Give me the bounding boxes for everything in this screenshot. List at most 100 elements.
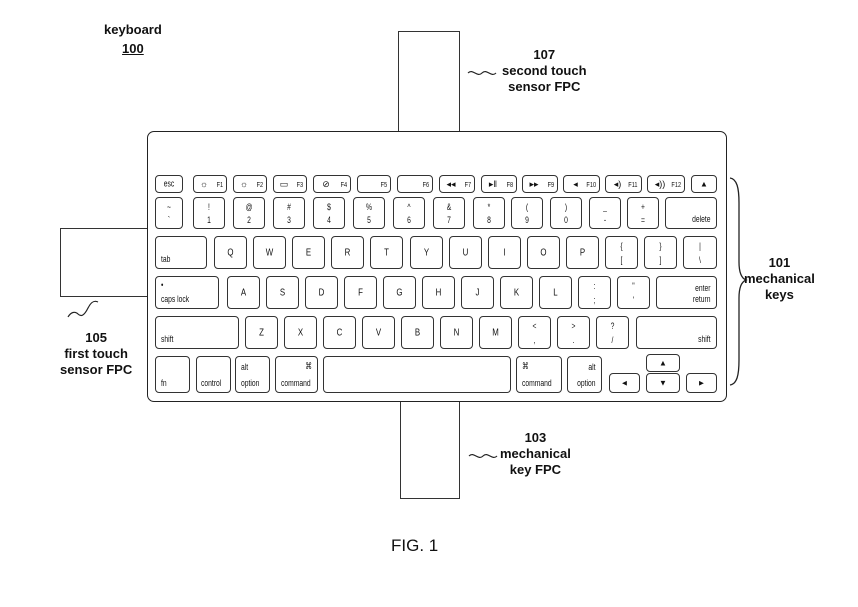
key-5: %5: [353, 197, 385, 229]
key-p: P: [566, 236, 599, 269]
key-m: M: [479, 316, 512, 349]
key-right-bracket: }]: [644, 236, 677, 269]
key-t: T: [370, 236, 403, 269]
key-f3: ▭F3: [273, 175, 307, 193]
leader-107: [467, 70, 497, 76]
volume-up-icon: ◂)): [654, 179, 666, 189]
second-touch-sensor-fpc: [398, 31, 460, 133]
figure-caption: FIG. 1: [391, 536, 439, 555]
key-f: F: [344, 276, 377, 309]
key-f1: ☼F1: [193, 175, 227, 193]
key-8: *8: [473, 197, 505, 229]
key-z: Z: [245, 316, 278, 349]
arrow-right-icon: ►: [697, 378, 706, 388]
keyboard-label: keyboard 100: [104, 22, 162, 56]
key-f8: ▸‖F8: [481, 175, 517, 193]
bracket-101: [729, 177, 748, 386]
key-g: G: [383, 276, 416, 309]
first-touch-sensor-fpc-label: 105 first touch sensor FPC: [60, 330, 133, 377]
key-0: )0: [550, 197, 582, 229]
key-quote: "': [617, 276, 650, 309]
key-c: C: [323, 316, 356, 349]
second-touch-sensor-fpc-label: 107 second touch sensor FPC: [502, 47, 587, 94]
key-delete: delete: [665, 197, 717, 229]
key-s: S: [266, 276, 299, 309]
key-v: V: [362, 316, 395, 349]
fast-forward-icon: ▸▸: [529, 179, 539, 189]
key-f9: ▸▸F9: [522, 175, 558, 193]
mechanical-keys-label: 101 mechanical keys: [744, 255, 815, 302]
key-tilde: ~`: [155, 197, 183, 229]
key-q: Q: [214, 236, 247, 269]
key-arrow-up: ▲: [646, 354, 680, 372]
key-f12: ◂))F12: [647, 175, 685, 193]
key-f5: F5: [357, 175, 391, 193]
volume-down-icon: ◂): [613, 179, 622, 189]
key-1: !1: [193, 197, 225, 229]
key-e: E: [292, 236, 325, 269]
mute-icon: ◂: [573, 179, 578, 189]
key-arrow-right: ►: [686, 373, 717, 393]
key-f7: ◂◂F7: [439, 175, 475, 193]
key-arrow-down: ▼: [646, 373, 680, 393]
key-2: @2: [233, 197, 265, 229]
key-caps-lock: •caps lock: [155, 276, 219, 309]
key-control: control: [196, 356, 231, 393]
key-b: B: [401, 316, 434, 349]
key-eject: ▲: [691, 175, 717, 193]
key-i: I: [488, 236, 521, 269]
key-d: D: [305, 276, 338, 309]
key-backslash: |\: [683, 236, 717, 269]
key-minus: _-: [589, 197, 621, 229]
mechanical-key-fpc: [400, 400, 460, 499]
key-6: ^6: [393, 197, 425, 229]
expose-icon: ▭: [279, 179, 289, 189]
key-w: W: [253, 236, 286, 269]
key-l: L: [539, 276, 572, 309]
key-esc: esc: [155, 175, 183, 193]
key-slash: ?/: [596, 316, 629, 349]
key-command-left: ⌘command: [275, 356, 318, 393]
rewind-icon: ◂◂: [446, 179, 456, 189]
key-tab: tab: [155, 236, 207, 269]
key-left-bracket: {[: [605, 236, 638, 269]
command-icon: ⌘: [522, 361, 529, 371]
key-9: (9: [511, 197, 543, 229]
key-shift-right: shift: [636, 316, 717, 349]
key-arrow-left: ◄: [609, 373, 640, 393]
key-semicolon: :;: [578, 276, 611, 309]
key-r: R: [331, 236, 364, 269]
arrow-up-icon: ▲: [659, 358, 667, 368]
key-f10: ◂F10: [563, 175, 600, 193]
key-j: J: [461, 276, 494, 309]
brightness-down-icon: ☼: [199, 179, 209, 189]
key-4: $4: [313, 197, 345, 229]
play-pause-icon: ▸‖: [488, 179, 498, 189]
key-comma: <,: [518, 316, 551, 349]
key-shift-left: shift: [155, 316, 239, 349]
brightness-up-icon: ☼: [239, 179, 249, 189]
key-equals: +=: [627, 197, 659, 229]
key-period: >.: [557, 316, 590, 349]
key-y: Y: [410, 236, 443, 269]
key-f4: ⊘F4: [313, 175, 351, 193]
mechanical-key-fpc-label: 103 mechanical key FPC: [500, 430, 571, 477]
eject-icon: ▲: [700, 179, 708, 189]
key-x: X: [284, 316, 317, 349]
key-fn: fn: [155, 356, 190, 393]
key-n: N: [440, 316, 473, 349]
leader-103: [468, 453, 498, 459]
key-u: U: [449, 236, 482, 269]
key-space: [323, 356, 511, 393]
command-icon: ⌘: [305, 361, 312, 371]
key-a: A: [227, 276, 260, 309]
arrow-down-icon: ▼: [659, 378, 667, 388]
key-7: &7: [433, 197, 465, 229]
key-o: O: [527, 236, 560, 269]
key-f2: ☼F2: [233, 175, 267, 193]
